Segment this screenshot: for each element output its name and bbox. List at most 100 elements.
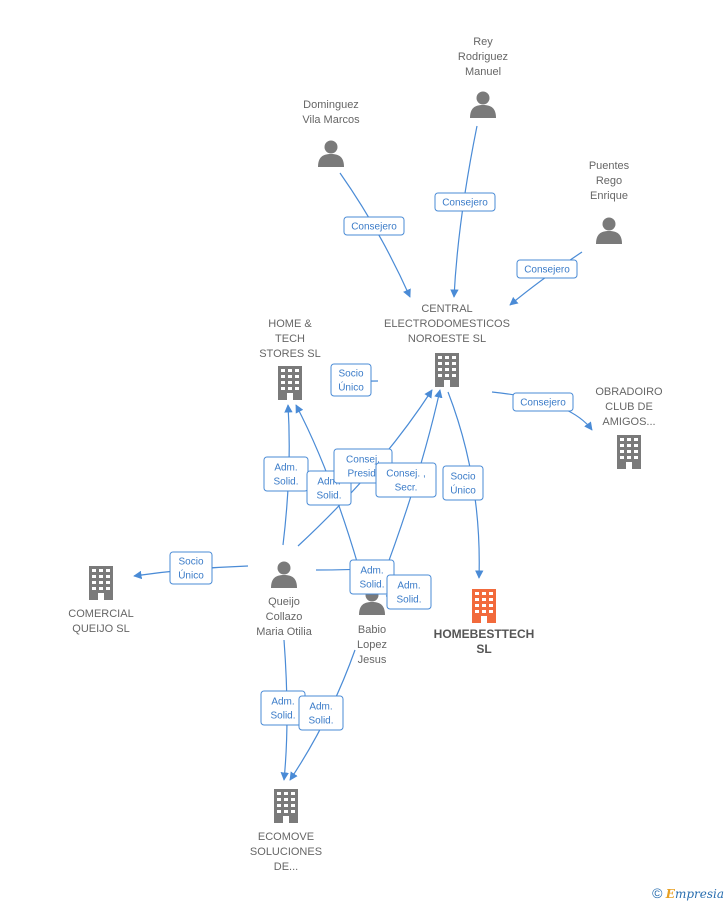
node-label: QUEIJO SL <box>72 623 129 635</box>
edge-badge-e13[interactable]: Adm.Solid. <box>386 574 432 610</box>
node-label: NOROESTE SL <box>408 333 486 345</box>
node-label: HOMEBESTTECH <box>434 627 535 641</box>
node-label: CLUB DE <box>605 401 653 413</box>
edge-badge-e5[interactable]: Consejero <box>512 392 574 412</box>
edge-badge-box <box>386 574 432 610</box>
node-label: AMIGOS... <box>602 416 655 428</box>
edge-badge-box <box>169 551 213 585</box>
edge-badge-e10[interactable]: Consej. , Secr. <box>375 462 437 498</box>
edge-badge-box <box>330 363 372 397</box>
node-label: Vila Marcos <box>302 114 360 126</box>
edge-badge-box <box>512 392 574 412</box>
node-label: OBRADOIRO <box>595 386 663 398</box>
node-label: Manuel <box>465 66 501 78</box>
node-hometech[interactable]: HOME & TECH STORES SL <box>259 318 321 400</box>
edge-arrow-e3 <box>509 251 583 306</box>
edge-badge-label: Consejero <box>524 265 570 276</box>
node-label: CENTRAL <box>421 303 472 315</box>
node-label: Babio <box>358 624 386 636</box>
node-label: ECOMOVE <box>258 831 314 843</box>
edge-badge-label: Consej. , <box>386 469 425 480</box>
node-label: Maria Otilia <box>256 626 313 638</box>
edge-badge-e3[interactable]: Consejero <box>516 259 578 279</box>
node-label: Lopez <box>357 639 387 651</box>
node-label: Enrique <box>590 190 628 202</box>
edge-badge-label: Solid. <box>316 491 341 502</box>
building-icon <box>472 589 496 623</box>
edge-badge-label: Presid. <box>347 469 378 480</box>
node-label: DE... <box>274 861 298 873</box>
node-label: Rego <box>596 175 622 187</box>
edge-badge-label: Socio <box>450 472 475 483</box>
node-label: COMERCIAL <box>68 608 133 620</box>
node-ecomove[interactable]: ECOMOVE SOLUCIONES DE... <box>250 789 322 873</box>
node-label: STORES SL <box>259 348 321 360</box>
copyright-icon: © <box>652 885 663 901</box>
person-icon <box>318 140 344 167</box>
edge-badge-label: Adm. <box>397 581 420 592</box>
edge-badge-box <box>442 465 484 501</box>
person-icon <box>596 217 622 244</box>
edge-badge-box <box>375 462 437 498</box>
node-label: TECH <box>275 333 305 345</box>
node-comercial[interactable]: COMERCIAL QUEIJO SL <box>68 566 134 635</box>
edge-badge-e15[interactable]: Adm. Solid. <box>298 695 344 731</box>
edge-badge-label: Único <box>178 569 204 582</box>
edge-badge-label: Solid. <box>273 477 298 488</box>
node-label: Rey <box>473 36 493 48</box>
edge-badge-label: Consej. <box>346 455 380 466</box>
node-label: SOLUCIONES <box>250 846 322 858</box>
edge-badge-label: Secr. <box>395 483 418 494</box>
edge-badge-label: Solid. <box>270 711 295 722</box>
edge-badge-label: Adm. <box>360 566 383 577</box>
node-label: Collazo <box>266 611 303 623</box>
node-label: ELECTRODOMESTICOS <box>384 318 510 330</box>
node-label: HOME & <box>268 318 312 330</box>
building-icon <box>435 353 459 387</box>
edge-badge-label: Socio <box>178 557 203 568</box>
edge-badge-label: Consejero <box>442 198 488 209</box>
edge-badge-e1[interactable]: Consejero <box>343 216 405 236</box>
node-label: Rodriguez <box>458 51 508 63</box>
edge-badge-e7[interactable]: Adm. Solid. <box>263 456 309 492</box>
badges-layer: ConsejeroConsejeroConsejeroSocioÚnicoCon… <box>169 192 578 731</box>
edge-badge-label: Adm. <box>271 697 294 708</box>
node-label: Puentes <box>589 160 630 172</box>
edge-badge-label: Socio <box>338 369 363 380</box>
building-icon <box>617 435 641 469</box>
brand-logo-first: E <box>665 887 675 901</box>
edge-badge-e2[interactable]: Consejero <box>434 192 496 212</box>
edge-badge-label: Adm. <box>317 477 340 488</box>
edge-badge-label: Adm. <box>274 463 297 474</box>
node-obradoiro[interactable]: OBRADOIRO CLUB DE AMIGOS... <box>595 386 663 469</box>
building-icon <box>274 789 298 823</box>
edge-badge-label: Único <box>450 484 476 497</box>
edge-badge-label: Consejero <box>351 222 397 233</box>
brand-footer[interactable]: © Empresia <box>652 885 724 901</box>
edge-badge-box <box>516 259 578 279</box>
edge-badge-box <box>343 216 405 236</box>
person-icon <box>470 91 496 118</box>
node-label: SL <box>476 642 491 656</box>
edge-badge-label: Adm. <box>309 702 332 713</box>
edge-badge-e14[interactable]: Adm. Solid. <box>260 690 306 726</box>
person-icon <box>271 561 297 588</box>
node-label: Queijo <box>268 596 300 608</box>
edge-badge-label: Solid. <box>308 716 333 727</box>
edge-badge-label: Único <box>338 381 364 394</box>
building-icon <box>278 366 302 400</box>
node-central[interactable]: CENTRAL ELECTRODOMESTICOS NOROESTE SL <box>384 303 510 387</box>
brand-logo-rest: mpresia <box>674 887 724 901</box>
edge-badge-box <box>434 192 496 212</box>
